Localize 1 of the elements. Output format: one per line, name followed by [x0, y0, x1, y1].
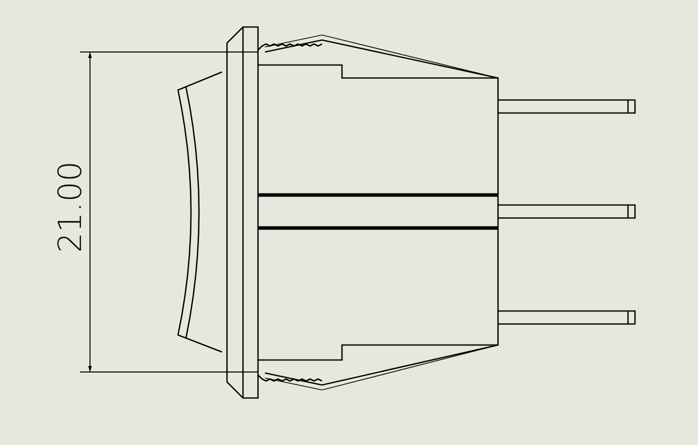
dimension-value: 21.00 — [50, 161, 89, 253]
